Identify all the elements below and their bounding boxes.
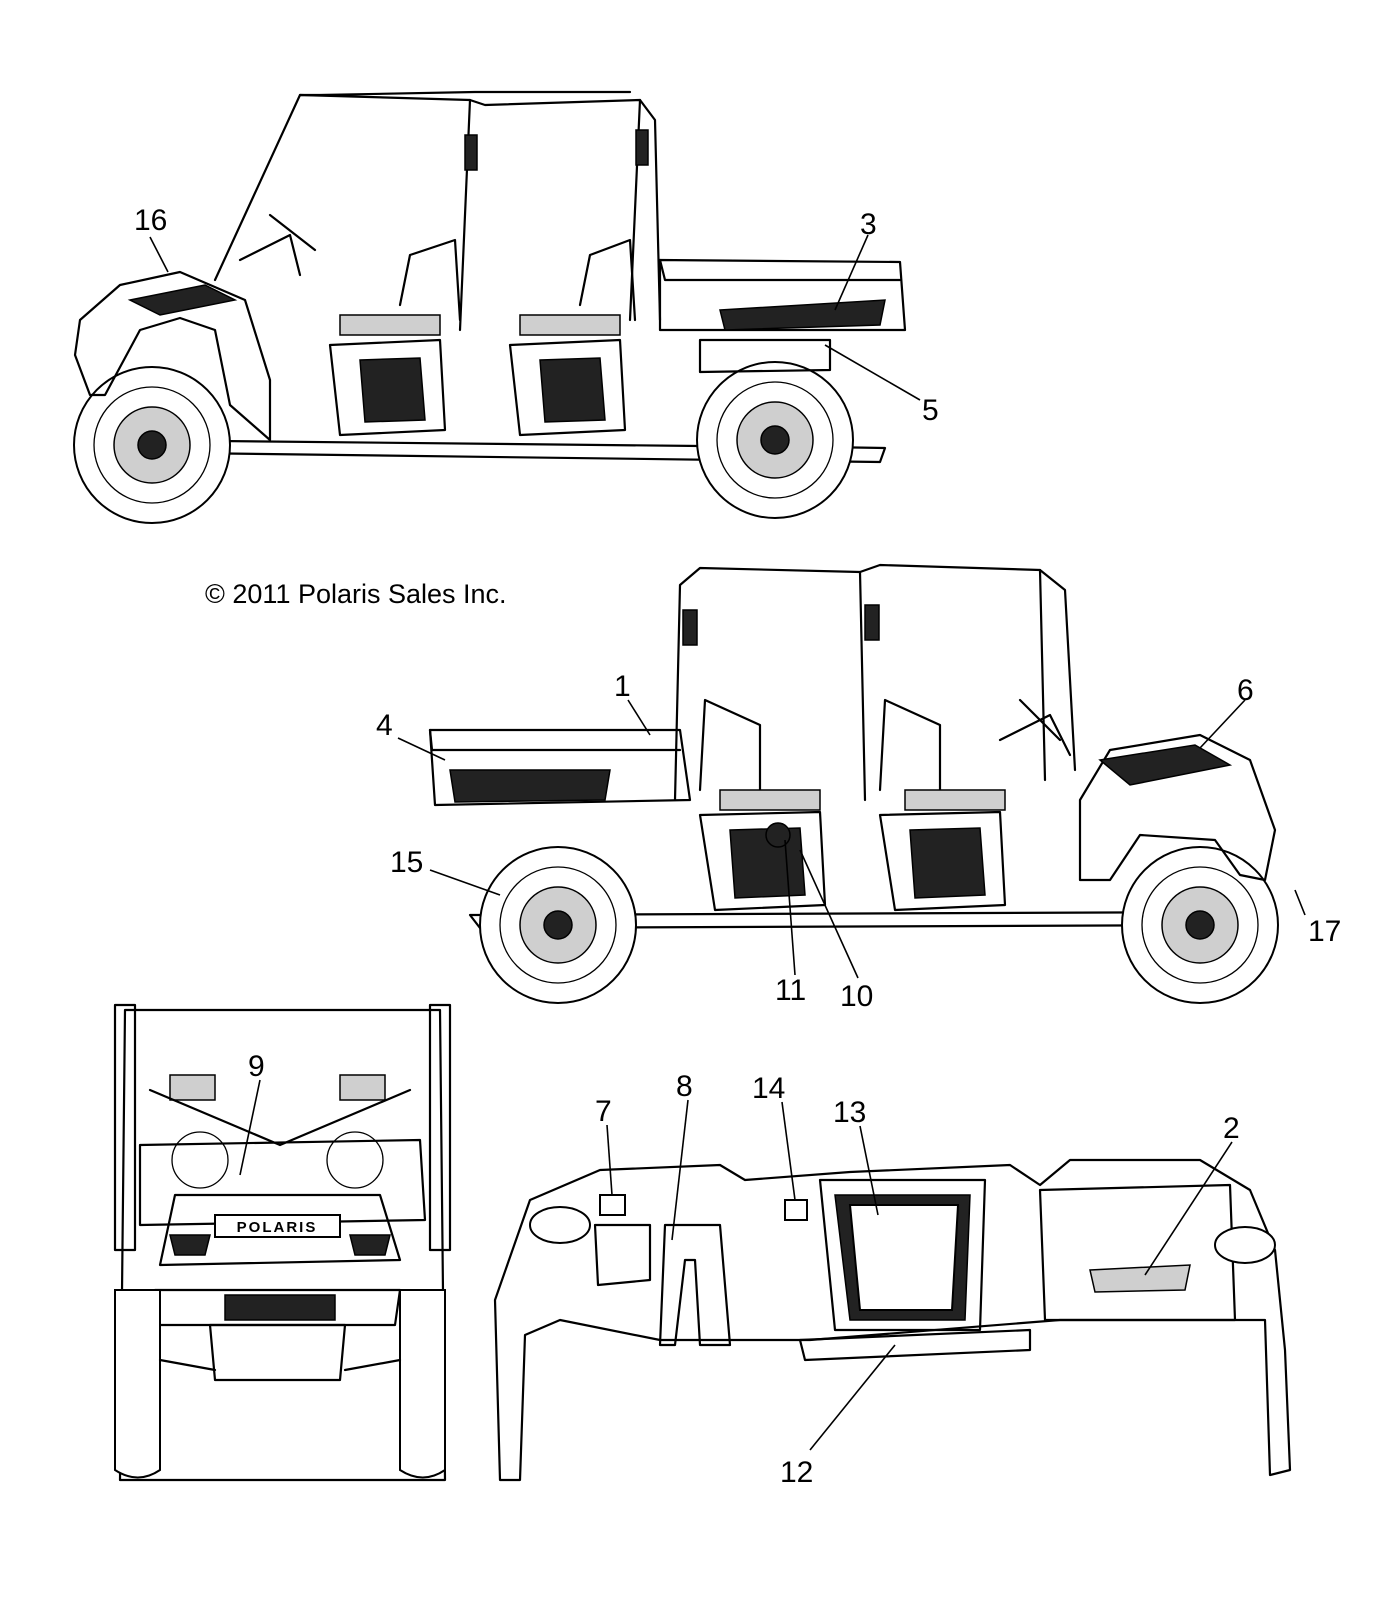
decal-7: [599, 1194, 626, 1216]
side-panel-rear-left: [508, 338, 627, 437]
callout-7: 7: [595, 1095, 612, 1128]
callout-3: 3: [860, 208, 877, 241]
leader-7: [606, 1124, 613, 1196]
leader-8: [671, 1099, 689, 1241]
callout-2: 2: [1223, 1112, 1240, 1145]
callout-1: 1: [614, 670, 631, 703]
side-panel-front-right: [878, 810, 1007, 912]
leader-12: [809, 1344, 896, 1451]
callout-12: 12: [780, 1456, 814, 1489]
side-view-right: [428, 563, 1279, 1004]
leader-2: [1144, 1141, 1233, 1276]
callout-6: 6: [1237, 674, 1254, 707]
leader-5: [824, 344, 921, 401]
decal-2: [1089, 1264, 1191, 1293]
callout-16: 16: [134, 204, 168, 237]
callout-9: 9: [248, 1050, 265, 1083]
rear-wheel-left-view: [696, 361, 854, 519]
leader-4: [397, 737, 446, 761]
leader-9: [239, 1079, 261, 1176]
leader-17: [1294, 889, 1306, 916]
callout-14: 14: [752, 1072, 786, 1105]
leader-6: [1199, 699, 1246, 749]
callout-13: 13: [833, 1096, 867, 1129]
leader-lines: [149, 234, 1306, 1451]
cargo-box-right-view: [428, 728, 692, 807]
leader-16: [149, 236, 169, 273]
side-panel-rear-right: [698, 810, 827, 912]
callout-4: 4: [376, 709, 393, 742]
decal-14: [784, 1199, 808, 1221]
leader-1: [627, 699, 651, 736]
rear-wheel-right-view: [479, 846, 637, 1004]
leader-15: [429, 869, 501, 896]
side-panel-front-left: [328, 338, 447, 437]
leader-10: [799, 849, 859, 979]
front-wheel-right-view: [1121, 846, 1279, 1004]
callout-15: 15: [390, 846, 424, 879]
callout-17: 17: [1308, 915, 1342, 948]
leader-14: [781, 1101, 796, 1201]
front-view: POLARIS: [113, 1003, 452, 1482]
front-wheel-left-view: [73, 366, 231, 524]
front-view-wheels: [114, 1289, 446, 1479]
leader-11: [784, 839, 796, 976]
callout-10: 10: [840, 980, 874, 1013]
leader-13: [859, 1125, 879, 1216]
copyright-text: © 2011 Polaris Sales Inc.: [205, 579, 507, 609]
side-view-left: [73, 90, 907, 524]
cargo-box-left-view: [658, 258, 907, 332]
dash-panel-view: [493, 1158, 1292, 1482]
callout-11: 11: [775, 974, 807, 1007]
hood-logo-text: POLARIS: [237, 1219, 318, 1236]
leader-3: [834, 234, 869, 311]
callout-8: 8: [676, 1070, 693, 1103]
callout-5: 5: [922, 394, 939, 427]
